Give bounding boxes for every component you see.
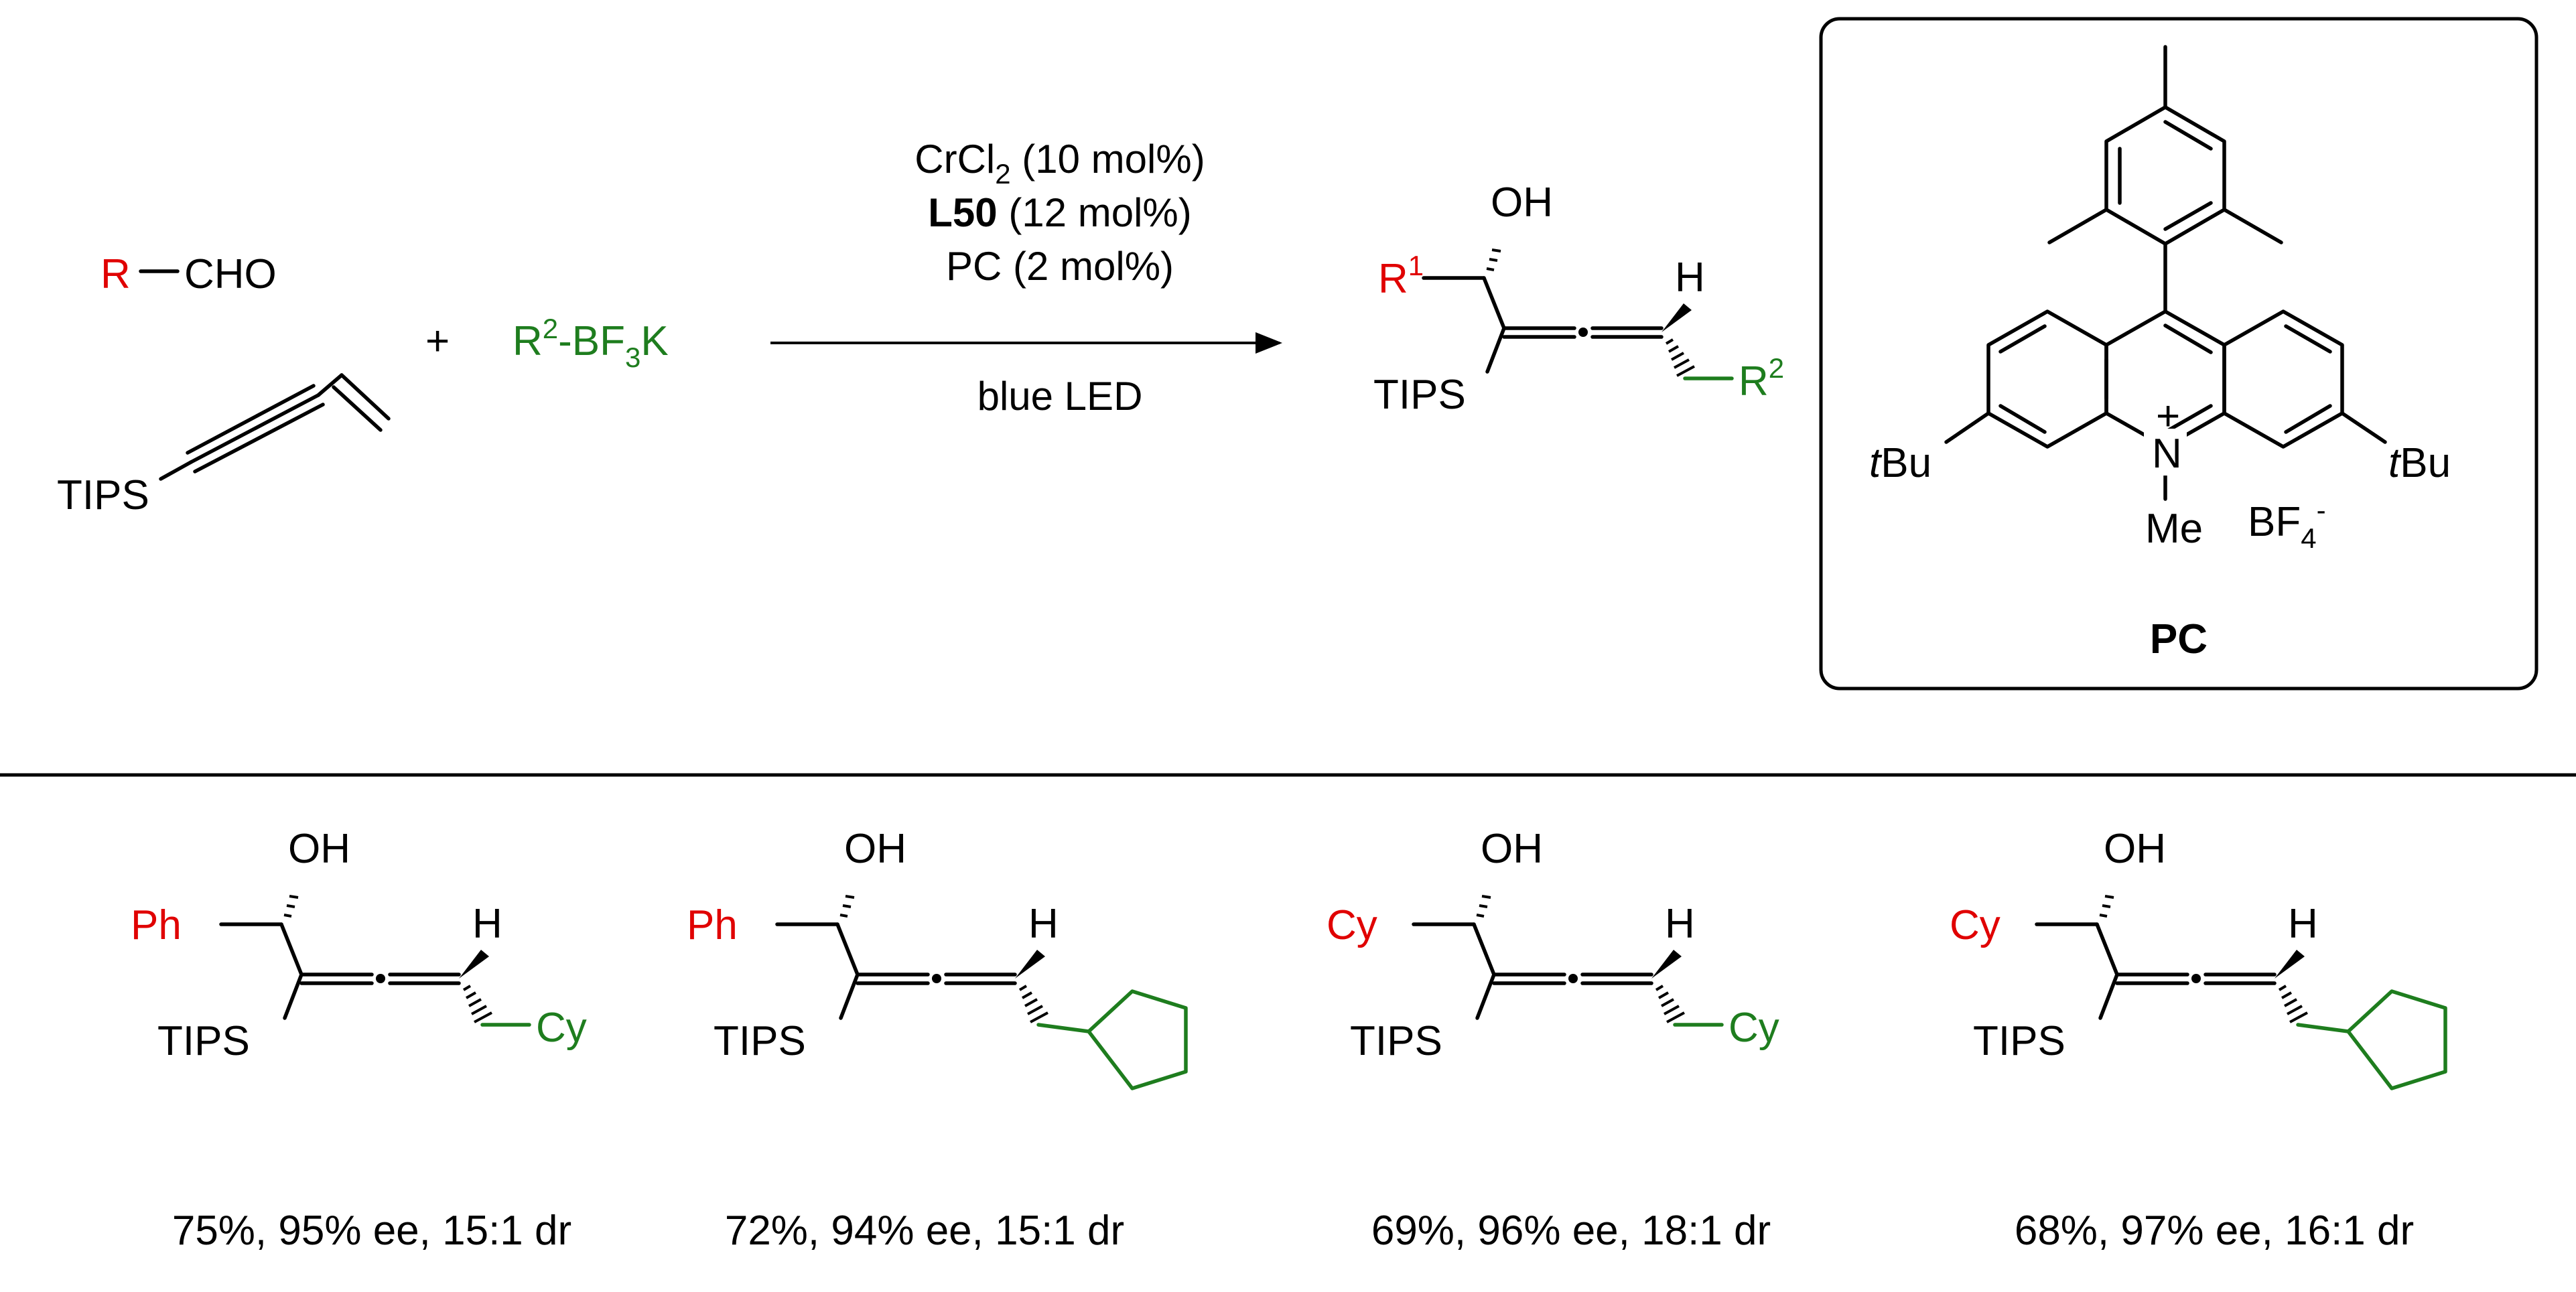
pc-bf-sub: 4 [2301, 522, 2316, 554]
ex3-r2: Cy [1728, 1005, 1779, 1051]
svg-text:tBu: tBu [1869, 440, 1931, 486]
ex2-tips: TIPS [714, 1018, 806, 1064]
pc-bf: BF [2248, 499, 2301, 545]
cond-pc: PC (2 mol%) [946, 244, 1174, 289]
ex3-tips: TIPS [1350, 1018, 1442, 1064]
svg-text:tBu: tBu [2388, 440, 2451, 486]
product-r2: R [1739, 358, 1769, 405]
ex2-r1: Ph [687, 902, 738, 948]
example-3: Cy OH H TIPS Cy [1327, 826, 1779, 1064]
ex2-result: 72%, 94% ee, 15:1 dr [725, 1208, 1124, 1254]
svg-text:CrCl2 (10 mol%): CrCl2 (10 mol%) [914, 137, 1205, 190]
cond-crcl-rest: (10 mol%) [1011, 137, 1205, 182]
cond-crcl-sub: 2 [995, 158, 1010, 190]
ex4-h: H [2288, 901, 2318, 947]
pc-n: N [2152, 431, 2182, 477]
ex4-r1: Cy [1950, 902, 2001, 948]
ex3-h: H [1665, 901, 1695, 947]
ex1-r2: Cy [536, 1005, 587, 1051]
example-1: Ph OH H TIPS Cy [131, 826, 587, 1064]
borate: R2-BF3K [513, 313, 669, 373]
borate-sup: 2 [543, 313, 558, 344]
photocatalyst-box: N + Me tBu tBu BF4- PC [1819, 17, 2538, 691]
enyne: TIPS [57, 373, 391, 518]
cond-crcl: CrCl [914, 137, 995, 182]
borate-r: R [513, 318, 543, 364]
ex1-tips: TIPS [157, 1018, 250, 1064]
product-r2-sup: 2 [1769, 352, 1784, 384]
svg-text:BF4-: BF4- [2248, 494, 2326, 554]
cond-light: blue LED [977, 374, 1143, 419]
pc-bf-charge: - [2317, 494, 2326, 526]
svg-text:L50 (12 mol%): L50 (12 mol%) [928, 190, 1191, 235]
ex2-h: H [1028, 901, 1059, 947]
ex1-oh: OH [288, 826, 350, 872]
ex3-oh: OH [1481, 826, 1543, 872]
ex1-h: H [472, 901, 502, 947]
ex4-result: 68%, 97% ee, 16:1 dr [2015, 1208, 2414, 1254]
example-2: Ph OH H TIPS [687, 826, 1188, 1090]
svg-text:R1: R1 [1378, 250, 1424, 302]
product-r1-sup: 1 [1408, 250, 1424, 281]
aldehyde-cho-label: CHO [184, 251, 277, 297]
aldehyde-r-label: R [100, 251, 131, 297]
ex3-r1: Cy [1327, 902, 1377, 948]
pc-tbu-right-bu: Bu [2400, 440, 2451, 486]
cond-ligand-rest: (12 mol%) [998, 190, 1192, 235]
product-r1: R [1378, 256, 1408, 302]
aldehyde: R CHO [100, 251, 277, 297]
reaction-conditions: CrCl2 (10 mol%) L50 (12 mol%) PC (2 mol%… [770, 137, 1282, 419]
borate-sub: 3 [625, 342, 640, 373]
pc-tbu-left-t: t [1869, 440, 1883, 486]
ex3-result: 69%, 96% ee, 18:1 dr [1371, 1208, 1771, 1254]
ex4-tips: TIPS [1973, 1018, 2065, 1064]
ex1-r1: Ph [131, 902, 182, 948]
general-product: R1 OH H TIPS R2 [1373, 180, 1784, 418]
ex1-result: 75%, 95% ee, 15:1 dr [172, 1208, 571, 1254]
product-h: H [1675, 255, 1705, 301]
example-4: Cy OH H TIPS [1950, 826, 2447, 1090]
pc-label: PC [2150, 616, 2208, 662]
pc-n-charge: + [2156, 393, 2180, 439]
product-tips: TIPS [1373, 372, 1466, 418]
ex4-oh: OH [2104, 826, 2166, 872]
enyne-tips-label: TIPS [57, 472, 149, 518]
product-oh: OH [1491, 180, 1553, 226]
borate-k: K [640, 318, 668, 364]
pc-tbu-right-t: t [2388, 440, 2402, 486]
ex2-oh: OH [844, 826, 906, 872]
pc-me: Me [2145, 506, 2203, 552]
svg-text:R2-BF3K: R2-BF3K [513, 313, 669, 373]
cond-ligand: L50 [928, 190, 997, 235]
plus-sign: + [425, 318, 450, 364]
pc-tbu-left-bu: Bu [1881, 440, 1931, 486]
svg-text:R2: R2 [1739, 352, 1784, 405]
borate-rest: -BF [558, 318, 625, 364]
